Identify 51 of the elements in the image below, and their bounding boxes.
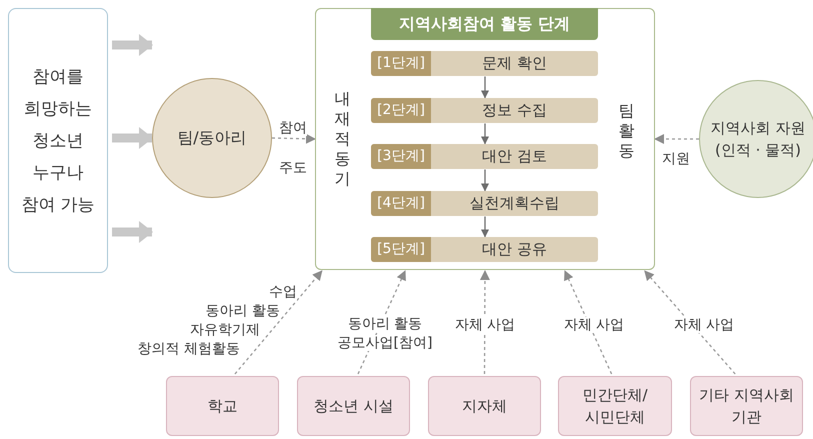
block-arrow: [112, 127, 153, 149]
step-bar: [371, 144, 598, 169]
activity-label: 자유학기제: [190, 321, 260, 339]
step-label: 대안 공유: [481, 239, 548, 260]
dashed-arrow: [234, 270, 322, 374]
node-label: 지자체: [461, 396, 508, 417]
vertical-label: 내재적 동기: [334, 89, 351, 189]
step-bar: [371, 237, 598, 262]
node-label: 팀/동아리: [177, 128, 247, 148]
stage-header: [371, 8, 598, 40]
stage-panel: [315, 8, 655, 270]
node-label: 참여를 희망하는 청소년 누구나 참여 가능: [20, 66, 96, 216]
step-number: [2단계]: [371, 98, 431, 123]
node-label: 민간단체/ 시민단체: [581, 385, 649, 428]
step-label: 정보 수집: [481, 100, 548, 121]
dashed-arrow: [654, 134, 699, 144]
step-label: 문제 확인: [481, 53, 548, 74]
step-number: [5단계]: [371, 237, 431, 262]
activity-label: 동아리 활동: [206, 302, 280, 320]
step-arrow: [481, 124, 489, 144]
organization-box: [297, 376, 410, 436]
node-label: 청소년 시설: [312, 396, 394, 417]
edge-label: 동아리 활동 공모사업[참여]: [336, 315, 434, 353]
block-arrow: [112, 34, 153, 56]
step-bar: [371, 98, 598, 123]
block-arrow: [112, 221, 153, 243]
organization-box: [428, 376, 541, 436]
node-label: 지역사회 자원 (인적 · 물적): [710, 118, 806, 161]
step-arrow: [481, 216, 489, 238]
step-label: 실천계획수립: [468, 193, 560, 214]
step-label: 대안 검토: [481, 146, 548, 167]
node-label: 지역사회참여 활동 단계: [398, 14, 570, 34]
step-number: [1단계]: [371, 51, 431, 76]
vertical-label: 팀 활동: [618, 101, 635, 161]
step-number: [3단계]: [371, 144, 431, 169]
dashed-arrow: [564, 270, 612, 374]
organization-box: [690, 376, 803, 436]
step-arrow: [481, 76, 489, 98]
node-label: 학교: [206, 396, 238, 417]
step-number: [4단계]: [371, 191, 431, 216]
participant-box: [8, 8, 108, 273]
activity-label: 수업: [269, 283, 297, 301]
organization-box: [558, 376, 672, 436]
step-arrow: [481, 170, 489, 192]
step-bar: [371, 51, 598, 76]
activity-label: 창의적 체험활동: [138, 340, 240, 358]
step-bar: [371, 191, 598, 216]
organization-box: [166, 376, 279, 436]
node-label: 기타 지역사회 기관: [698, 385, 795, 428]
dashed-arrow: [644, 270, 736, 374]
dashed-arrow: [272, 134, 316, 144]
